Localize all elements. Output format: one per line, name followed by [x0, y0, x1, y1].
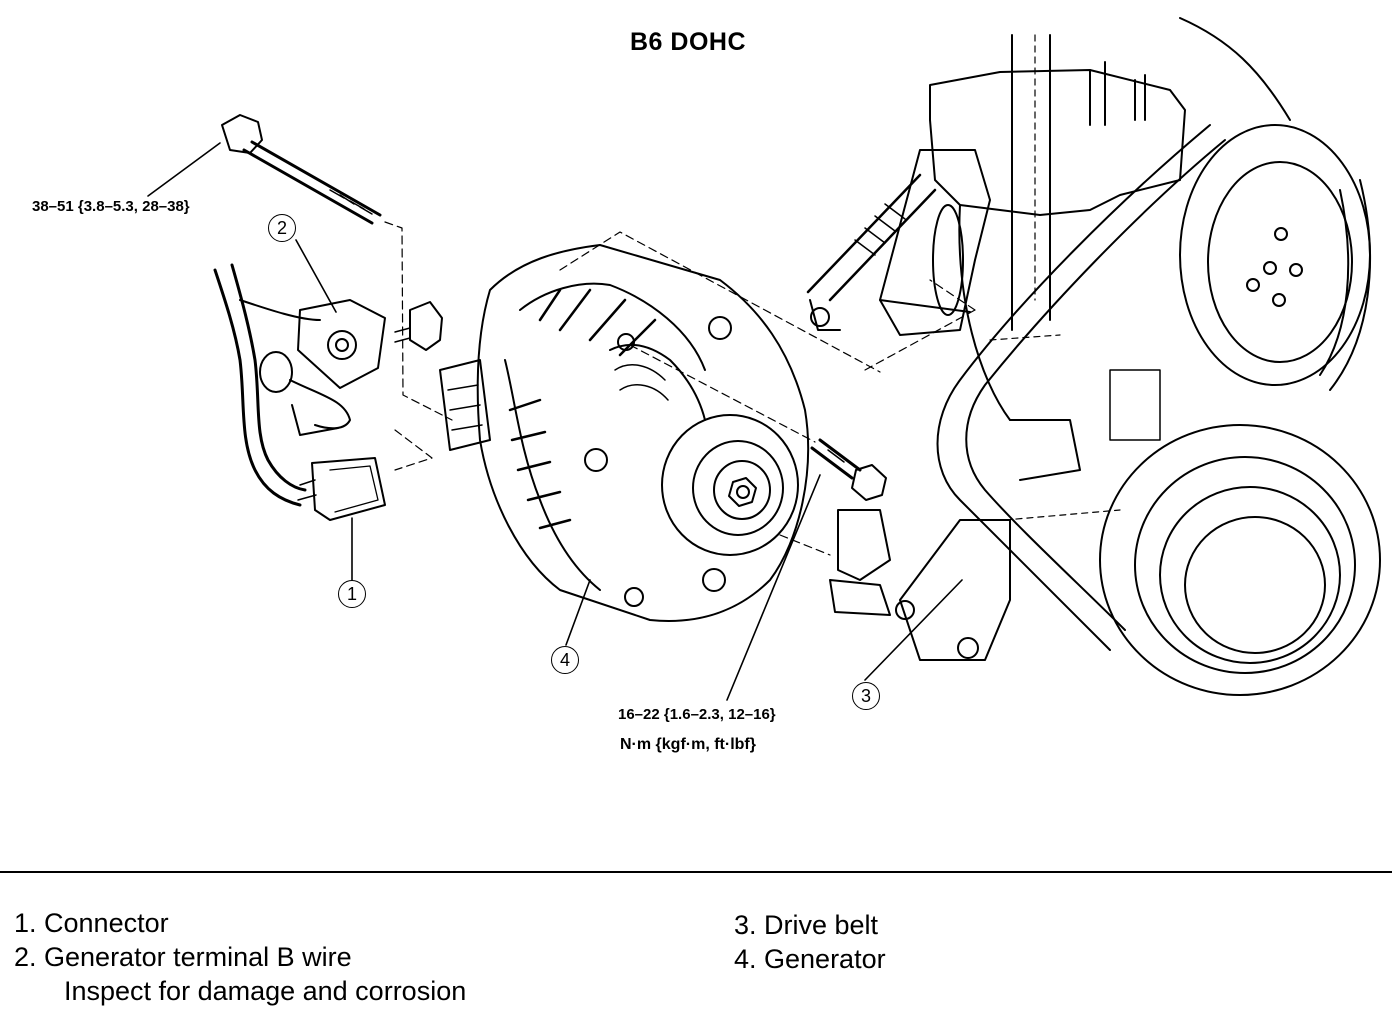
torque-lower-bolt: 16–22 {1.6–2.3, 12–16}	[618, 706, 776, 723]
legend-item-generator: 4. Generator	[734, 944, 886, 974]
legend-right: 3. Drive belt 4. Generator	[734, 908, 886, 976]
legend-item-terminal-b-wire: 2. Generator terminal B wire	[14, 942, 352, 972]
water-pump-pulley	[1179, 124, 1371, 386]
legend-item-terminal-b-wire-note: Inspect for damage and corrosion	[64, 976, 467, 1006]
legend-item-drive-belt: 3. Drive belt	[734, 910, 879, 940]
crankshaft-pulley	[1099, 424, 1381, 696]
generator-exploded-view	[147, 17, 1381, 701]
callout-leaders	[147, 142, 963, 701]
callout-4: 4	[551, 646, 579, 674]
adjuster-bracket	[806, 149, 991, 371]
generator	[439, 244, 810, 622]
legend-item-connector: 1. Connector	[14, 908, 169, 938]
diagram-title: B6 DOHC	[629, 28, 746, 56]
legend-left: 1. Connector 2. Generator terminal B wir…	[14, 906, 466, 1008]
callout-1: 1	[338, 580, 366, 608]
engine-block	[829, 17, 1291, 661]
callout-2: 2	[268, 214, 296, 242]
torque-units: N·m {kgf·m, ft·lbf}	[620, 736, 756, 753]
lower-bolt	[810, 438, 887, 501]
connector-plug	[297, 457, 386, 521]
legend-divider	[0, 871, 1392, 873]
torque-upper-bolt: 38–51 {3.8–5.3, 28–38}	[32, 198, 190, 215]
upper-bolt	[221, 114, 382, 225]
terminal-b-wire	[213, 263, 443, 507]
callout-3: 3	[852, 682, 880, 710]
alignment-lines	[384, 221, 881, 556]
drive-belt	[936, 124, 1371, 651]
